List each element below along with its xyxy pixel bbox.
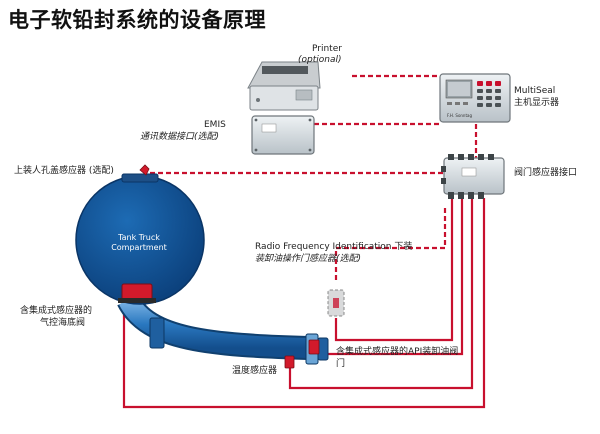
dashed-wires — [150, 74, 478, 280]
emis-device — [251, 115, 315, 155]
multiseal-brand: F.H. Sonntag — [447, 113, 472, 118]
tank-label-line1: Tank Truck — [117, 233, 160, 242]
wire-pneumatic — [122, 198, 486, 409]
multiseal-label: MultiSeal — [514, 86, 556, 96]
pneumatic-valve-label-line2: 气控海底阀 — [40, 318, 86, 328]
printer-label: Printer — [312, 44, 342, 54]
emis-label: EMIS — [204, 120, 226, 130]
manhole-sensor-label: 上装人孔盖感应器 (选配) — [14, 166, 114, 176]
wire-rfid-solid — [334, 198, 454, 342]
multiseal-sub-label: 主机显示器 — [514, 98, 560, 108]
manhole-sensor — [139, 164, 150, 176]
tank-truck-compartment: Tank Truck Compartment — [75, 173, 205, 305]
printer-optional-label: (optional) — [298, 55, 342, 65]
printer-device — [247, 61, 321, 111]
temperature-sensor — [284, 355, 295, 369]
tank-label-line2: Compartment — [111, 243, 167, 252]
emis-sub-label: 通讯数据接口(选配) — [140, 132, 220, 142]
wire-rfid — [334, 208, 447, 280]
rfid-label-line1: Radio Frequency Identification 下装 — [255, 242, 413, 252]
wire-temp — [288, 198, 474, 390]
multiseal-device: F.H. Sonntag — [439, 73, 511, 123]
rfid-sensor — [327, 289, 345, 317]
valve-junction-box — [441, 154, 505, 199]
discharge-pipe — [117, 293, 329, 365]
pneumatic-valve-label-line1: 含集成式感应器的 — [20, 306, 93, 316]
valve-interface-label: 阀门感应器接口 — [514, 168, 578, 178]
rfid-label-line2: 装卸油操作门感应器(选配) — [255, 254, 362, 264]
api-valve-label-line1: 含集成式感应器的API装卸油阀 — [336, 347, 459, 357]
temperature-sensor-label: 温度感应器 — [232, 366, 278, 376]
api-valve-label-line2: 门 — [336, 359, 346, 369]
api-valve-sensor — [308, 339, 320, 355]
page-title: 电子软铅封系统的设备原理 — [8, 8, 266, 32]
pneumatic-valve — [118, 283, 156, 303]
